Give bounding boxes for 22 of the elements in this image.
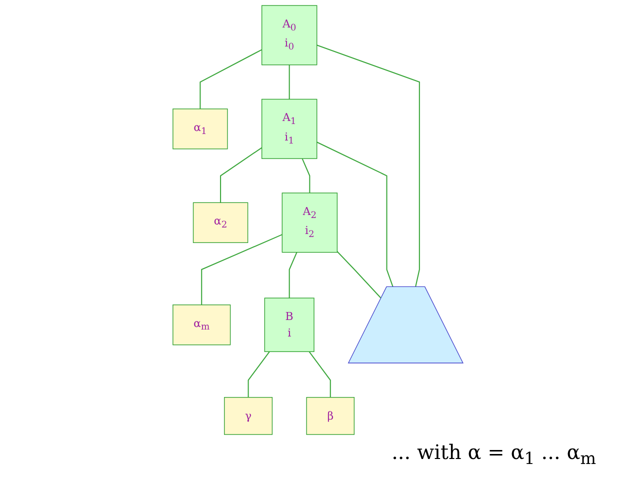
connector <box>248 351 270 398</box>
connector <box>288 64 290 100</box>
connector <box>308 351 331 398</box>
node-box: β <box>306 397 355 435</box>
node-polygon <box>348 286 464 364</box>
node-box: α$_{m}$ <box>172 304 231 346</box>
connector <box>200 49 262 109</box>
connector <box>302 158 310 193</box>
connector <box>220 147 262 203</box>
node-box: α$_{1}$ <box>172 108 228 150</box>
node-box: γ <box>224 397 273 435</box>
node-box: B i <box>264 298 314 352</box>
connector <box>316 142 394 288</box>
node-box: A$_{1}$ i$_{1}$ <box>262 98 318 159</box>
node-box: A$_{0}$ i$_{0}$ <box>262 5 318 66</box>
connector <box>201 234 282 305</box>
node-box: α$_{2}$ <box>192 202 248 243</box>
connector <box>288 252 298 298</box>
connector <box>316 44 420 288</box>
formula-note: ... with α = α$_{1}$ ... α$_{m}$ <box>392 440 596 464</box>
node-box: A$_{2}$ i$_{2}$ <box>282 192 338 253</box>
connector <box>336 251 382 299</box>
